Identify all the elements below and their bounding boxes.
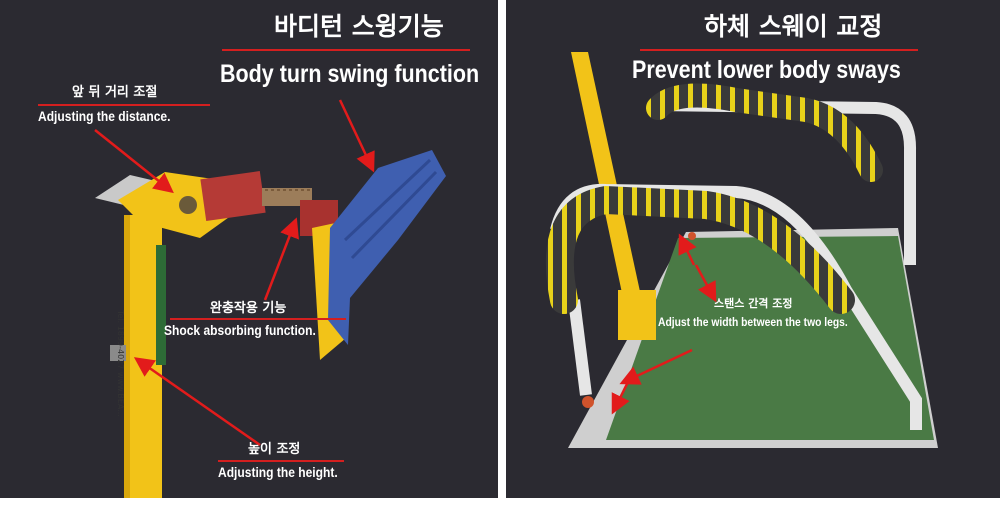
label-shock-en: Shock absorbing function. xyxy=(164,322,316,338)
yellow-diagonal-pole xyxy=(571,52,644,312)
label-height-en: Adjusting the height. xyxy=(218,464,338,480)
title-ko-right: 하체 스웨이 교정 xyxy=(704,12,883,41)
label-distance-en: Adjusting the distance. xyxy=(38,108,171,124)
height-bolt xyxy=(110,345,126,361)
top-plate-silver xyxy=(95,175,160,206)
underline-shock xyxy=(170,318,346,320)
left-panel: Tel. 1899-4027 www.BEA... 바디턴 스윙기능 Body … xyxy=(0,0,498,498)
title-underline-right xyxy=(640,49,918,51)
top-knob xyxy=(179,196,197,214)
arrow-stance-left xyxy=(619,348,693,385)
underline-distance xyxy=(38,104,210,106)
underline-height xyxy=(218,460,344,462)
green-turf xyxy=(606,236,934,440)
sway-trainer-illustration xyxy=(545,52,938,448)
foam-coil-front xyxy=(545,185,855,314)
pole-text: Tel. 1899-4027 www.BEA... xyxy=(116,310,125,417)
arrow-shock xyxy=(263,217,299,301)
title-en-left: Body turn swing function xyxy=(220,60,480,88)
arrow-function xyxy=(338,99,375,173)
arrow-height xyxy=(133,357,261,447)
blue-paddle xyxy=(328,150,446,345)
pole-label-green xyxy=(156,245,166,365)
title-en-right: Prevent lower body sways xyxy=(632,56,901,84)
arrow-stance-lower xyxy=(694,264,717,303)
label-stance-en: Adjust the width between the two legs. xyxy=(658,315,848,329)
yellow-pole xyxy=(124,215,162,498)
back-knob xyxy=(688,232,696,240)
red-block-left xyxy=(200,171,266,221)
label-stance-ko: 스탠스 간격 조정 xyxy=(714,297,793,310)
title-underline-left xyxy=(222,49,470,51)
right-panel: 하체 스웨이 교정 Prevent lower body sways 스탠스 간… xyxy=(506,0,1000,498)
foam-coil-back xyxy=(646,83,883,182)
title-ko-left: 바디턴 스윙기능 xyxy=(274,12,444,41)
arrow-stance-upper xyxy=(678,233,697,266)
swing-trainer-illustration xyxy=(94,99,446,498)
label-shock-ko: 완충작용 기능 xyxy=(210,301,287,316)
label-height-ko: 높이 조정 xyxy=(248,442,301,457)
arrow-distance xyxy=(94,129,174,194)
arrow-stance-left2 xyxy=(611,369,636,415)
front-knob xyxy=(582,396,594,408)
label-distance-ko: 앞 뒤 거리 조절 xyxy=(72,85,158,100)
white-frame-back xyxy=(655,99,917,265)
